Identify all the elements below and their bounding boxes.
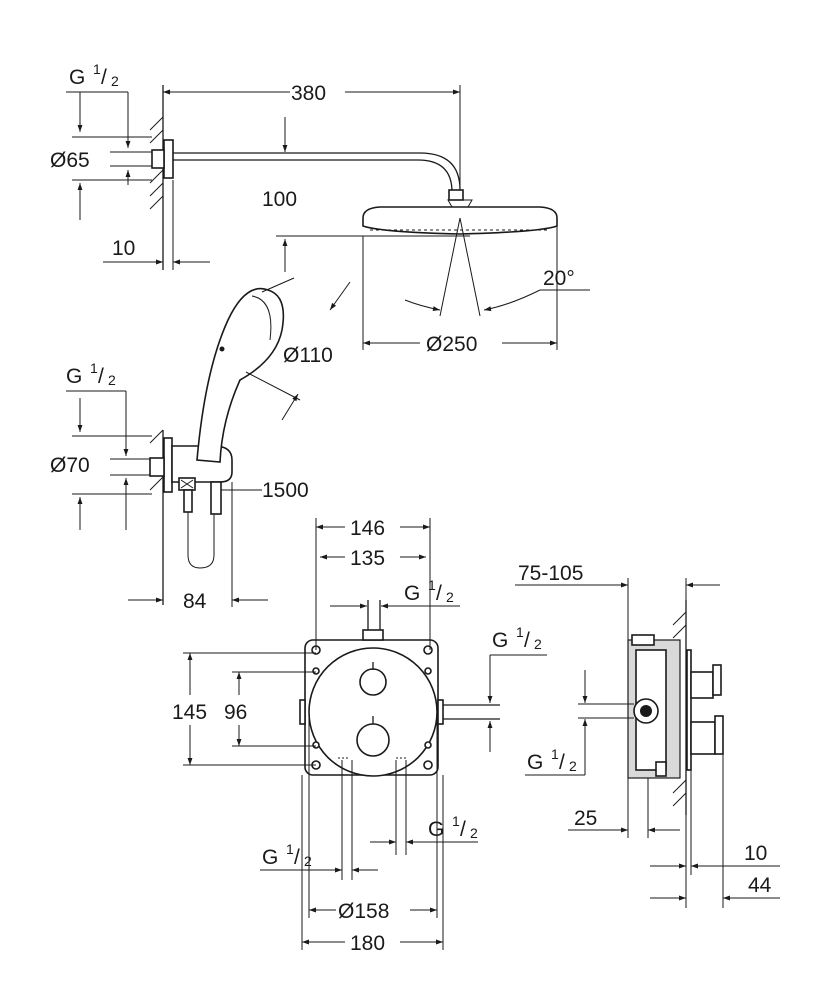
svg-text:/: / bbox=[524, 629, 530, 652]
dim-110-top-arrow bbox=[329, 281, 351, 311]
mixing-valve-side-view: 75-105 G 1 / 2 25 10 44 bbox=[515, 562, 780, 908]
dim-20-deg: 20° bbox=[543, 267, 575, 290]
svg-text:/: / bbox=[436, 582, 442, 605]
dim-380: 380 bbox=[291, 82, 326, 105]
side-flow-knob bbox=[690, 721, 716, 755]
hose-nut-left bbox=[183, 489, 193, 513]
thread-label-front-inlet-right: G 1 / 2 bbox=[428, 813, 478, 841]
right-port bbox=[437, 699, 444, 725]
temperature-knob bbox=[359, 668, 387, 696]
dim-110-bottom-arrow bbox=[281, 393, 299, 421]
svg-text:2: 2 bbox=[108, 372, 116, 388]
dim-10-top: 10 bbox=[112, 237, 135, 260]
svg-text:1: 1 bbox=[90, 360, 98, 376]
hose bbox=[187, 512, 215, 569]
top-outlet bbox=[362, 629, 384, 641]
dim-65: Ø65 bbox=[50, 149, 90, 172]
wall-hatching-valve bbox=[672, 611, 687, 807]
svg-text:/: / bbox=[294, 846, 300, 869]
wall-flange-top bbox=[163, 139, 174, 179]
thread-label-front-inlet-left: G 1 / 2 bbox=[262, 841, 312, 869]
shower-arm-lower bbox=[173, 159, 453, 193]
wall-hatching-top bbox=[149, 116, 164, 210]
svg-text:1: 1 bbox=[428, 577, 436, 593]
arm-nut bbox=[448, 189, 464, 201]
body-inlet-core bbox=[640, 705, 652, 717]
dim-135: 135 bbox=[350, 547, 385, 570]
left-port bbox=[299, 699, 306, 725]
tilt-line-right bbox=[459, 217, 481, 317]
outlet-connector bbox=[149, 457, 165, 477]
shower-arm-upper bbox=[173, 152, 461, 192]
ext-110-b bbox=[245, 371, 301, 401]
ext-110-a bbox=[261, 277, 295, 293]
dim-146: 146 bbox=[350, 517, 385, 540]
svg-text:G: G bbox=[428, 818, 444, 841]
dim-250: Ø250 bbox=[426, 333, 477, 356]
svg-text:/: / bbox=[98, 365, 104, 388]
dim-75-105: 75-105 bbox=[518, 562, 583, 585]
tilt-arc-right bbox=[483, 289, 541, 312]
dim-10-side: 10 bbox=[744, 842, 767, 865]
svg-text:G: G bbox=[66, 365, 82, 388]
tilt-line-left bbox=[439, 217, 461, 317]
svg-text:2: 2 bbox=[304, 853, 312, 869]
tilt-arc-left bbox=[404, 299, 441, 312]
dim-110: Ø110 bbox=[283, 344, 333, 367]
wall-flange-side bbox=[163, 437, 173, 493]
svg-text:G: G bbox=[527, 751, 543, 774]
thread-label-top: G 1 / 2 bbox=[69, 61, 119, 89]
mounting-holes bbox=[311, 645, 433, 770]
thread-label-front-right: G 1 / 2 bbox=[492, 624, 542, 652]
svg-text:G: G bbox=[492, 629, 508, 652]
rosette-plate bbox=[686, 649, 692, 771]
thread-label-front-top: G 1 / 2 bbox=[404, 577, 454, 605]
side-temperature-knob bbox=[690, 671, 714, 699]
dim-70: Ø70 bbox=[50, 454, 90, 477]
hand-shower-button bbox=[219, 346, 225, 352]
svg-text:2: 2 bbox=[569, 758, 577, 774]
dim-100: 100 bbox=[262, 188, 297, 211]
dim-145: 145 bbox=[172, 701, 207, 724]
hose-nut-right bbox=[210, 481, 222, 515]
mixing-valve-front-view: 146 135 G 1 / 2 145 96 G 1 / 2 bbox=[172, 517, 547, 955]
thread-label-side: G 1 / 2 bbox=[66, 360, 116, 388]
body-bottom-tab bbox=[655, 761, 667, 777]
flange-connector bbox=[151, 149, 165, 169]
dim-44: 44 bbox=[748, 874, 772, 897]
dim-180: 180 bbox=[350, 932, 385, 955]
dim-158: Ø158 bbox=[338, 900, 389, 923]
svg-text:2: 2 bbox=[470, 825, 478, 841]
dim-1500: 1500 bbox=[262, 479, 309, 502]
svg-text:2: 2 bbox=[446, 589, 454, 605]
svg-text:2: 2 bbox=[111, 73, 119, 89]
dim-25: 25 bbox=[574, 807, 597, 830]
svg-text:1: 1 bbox=[286, 841, 294, 857]
svg-text:/: / bbox=[460, 818, 466, 841]
dim-84: 84 bbox=[183, 590, 207, 613]
head-shower-view: 380 G 1 / 2 Ø65 100 10 Ø250 bbox=[50, 61, 590, 356]
head-joint bbox=[447, 199, 473, 208]
flow-knob bbox=[356, 723, 390, 757]
hand-shower-view: Ø110 G 1 / 2 Ø70 1500 84 bbox=[50, 277, 351, 613]
svg-text:/: / bbox=[559, 751, 565, 774]
wall-hatching-side bbox=[149, 429, 164, 491]
svg-text:1: 1 bbox=[516, 624, 524, 640]
svg-text:1: 1 bbox=[452, 813, 460, 829]
dim-96: 96 bbox=[224, 701, 247, 724]
hand-shower bbox=[196, 287, 285, 463]
svg-text:G: G bbox=[404, 582, 420, 605]
svg-text:G: G bbox=[262, 846, 278, 869]
svg-text:G: G bbox=[69, 66, 85, 89]
svg-text:1: 1 bbox=[551, 746, 559, 762]
side-flow-cap bbox=[714, 715, 724, 755]
svg-text:1: 1 bbox=[93, 61, 101, 77]
side-temperature-cap bbox=[712, 664, 722, 696]
svg-text:/: / bbox=[101, 66, 107, 89]
body-top-tab bbox=[631, 634, 655, 646]
hand-shower-face bbox=[251, 295, 272, 341]
thread-label-side-valve: G 1 / 2 bbox=[527, 746, 577, 774]
svg-text:2: 2 bbox=[534, 636, 542, 652]
